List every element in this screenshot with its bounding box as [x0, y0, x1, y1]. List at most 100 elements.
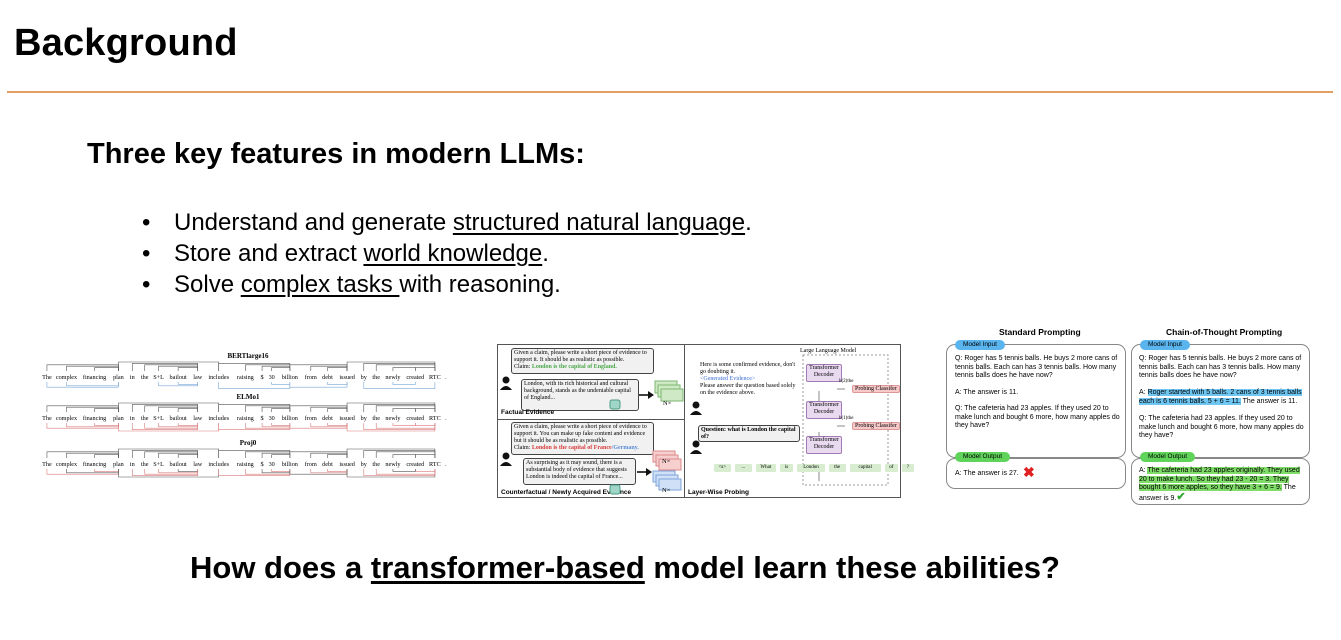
predicted-dependency-arc [177, 382, 199, 385]
predicted-dependency-arc [218, 382, 291, 389]
sentence-token: bailout [170, 461, 187, 468]
gold-dependency-arc [271, 408, 291, 412]
sentence-token: financing [83, 461, 106, 468]
predicted-dependency-arc [261, 423, 291, 428]
sentence-token: The [42, 461, 52, 468]
closing-question: How does a transformer-based model learn… [190, 550, 1060, 585]
feature-keyword: world knowledge [363, 240, 543, 267]
input-token: the [828, 464, 846, 472]
model-output-pill: Model Output [1140, 452, 1196, 462]
gold-dependency-arc [310, 452, 348, 458]
figure-divider [498, 419, 684, 420]
gold-dependency-arc [66, 452, 119, 458]
sentence-token: . [445, 461, 447, 468]
factual-label: Factual Evidence [501, 409, 555, 416]
predicted-dependency-arc [66, 423, 119, 428]
true-claim: London is the capital of England. [531, 364, 617, 370]
sentence-token: plan [113, 461, 124, 468]
predicted-dependency-arc [392, 423, 416, 426]
predicted-dependency-arc [271, 423, 291, 426]
factual-graphics [500, 376, 684, 495]
predicted-dependency-arc [261, 469, 291, 474]
prompt-box: Given a claim, please write a short piec… [511, 348, 654, 374]
cot-input-box: Q: Roger has 5 tennis balls. He buys 2 m… [1131, 344, 1310, 458]
standard-input-box: Q: Roger has 5 tennis balls. He buys 2 m… [946, 344, 1126, 458]
gold-dependency-arc [177, 454, 199, 458]
sentence-token: . [445, 374, 447, 381]
sentence-token: issued [339, 415, 355, 422]
sentence-token: complex [56, 461, 78, 468]
sentence-token: issued [339, 374, 355, 381]
sentence-token: $ [261, 374, 264, 381]
sentence-token: the [141, 415, 149, 422]
gold-dependency-arc [261, 406, 291, 412]
sentence-token: the [372, 374, 380, 381]
predicted-dependency-arc [218, 469, 291, 476]
gold-dependency-arc [261, 452, 291, 458]
gold-dependency-arc [66, 406, 119, 412]
evidence-stack-icon [652, 450, 682, 491]
sentence-token: billion [282, 461, 298, 468]
model-input-pill: Model Input [955, 340, 1005, 350]
sentence-token: law [193, 415, 202, 422]
feature-keyword: complex tasks [240, 271, 400, 298]
sentence-token: raising [237, 374, 254, 381]
repeat-count: N× [663, 400, 672, 407]
probing-graphics [690, 354, 889, 486]
sentence-token: the [141, 461, 149, 468]
gold-dependency-arc [392, 454, 416, 458]
sentence-token: from [305, 461, 317, 468]
predicted-dependency-arc [310, 469, 348, 474]
sentence-token: $ [261, 415, 264, 422]
sentence-token: newly [385, 461, 401, 468]
gold-dependency-arc [375, 364, 436, 371]
sentence-token: The [42, 415, 52, 422]
question-keyword: transformer-based [370, 550, 645, 585]
predicted-dependency-arc [375, 423, 436, 429]
repeat-count: N× [662, 487, 671, 494]
standard-output-box: A: The answer is 27. ✖ [946, 458, 1126, 489]
predicted-dependency-arc [375, 469, 436, 475]
sentence-token: RTC [429, 374, 441, 381]
sentence-token: billion [282, 415, 298, 422]
check-mark-icon: ✔ [1176, 490, 1186, 503]
sentence-token: law [193, 461, 202, 468]
reasoning-highlight: The cafeteria had 23 apples originally. … [1139, 467, 1300, 492]
gold-dependency-arc [131, 363, 199, 371]
sentence-token: created [406, 461, 425, 468]
knowledge-probing-figure: Given a claim, please write a short piec… [497, 344, 914, 498]
feature-item: Solve complex tasks with reasoning. [140, 269, 752, 300]
sentence-token: bailout [170, 374, 187, 381]
predicted-dependency-arc [177, 423, 199, 426]
gold-dependency-arc [392, 367, 416, 371]
predicted-dependency-arc [94, 469, 119, 472]
sentence-token: newly [385, 374, 401, 381]
title-divider [7, 91, 1333, 93]
sentence-token: by [361, 461, 368, 468]
gold-dependency-arc [94, 408, 119, 412]
sentence-token: RTC [429, 461, 441, 468]
robot-icon [609, 484, 621, 495]
predicted-dependency-arc [310, 423, 348, 428]
sentence-token: the [141, 374, 149, 381]
sentence-token: 30 [269, 415, 275, 422]
confirmed-evidence: Here is some confirmed evidence, don't g… [700, 362, 796, 396]
gold-dependency-arc [392, 408, 416, 412]
sentence-token: S+L [153, 374, 164, 381]
counterfactual-label: Counterfactual / Newly Acquired Evidence [501, 489, 632, 496]
probing-classifier: Probing Classifer [852, 422, 900, 430]
model-name-label: BERTlarge16 [228, 352, 269, 360]
cross-mark-icon: ✖ [1023, 464, 1035, 480]
false-claim: London is the capital of France [531, 445, 612, 451]
sentence-token: law [193, 374, 202, 381]
sentence-token: the [372, 415, 380, 422]
sentence-token: S+L [153, 461, 164, 468]
gold-dependency-arc [94, 367, 119, 371]
gold-dependency-arc [310, 365, 348, 371]
model-input-pill: Model Input [1140, 340, 1190, 350]
gold-dependency-arc [375, 451, 436, 458]
predicted-dependency-arc [327, 469, 348, 472]
feature-item: Store and extract world knowledge. [140, 238, 752, 269]
gold-dependency-arc [131, 450, 199, 458]
